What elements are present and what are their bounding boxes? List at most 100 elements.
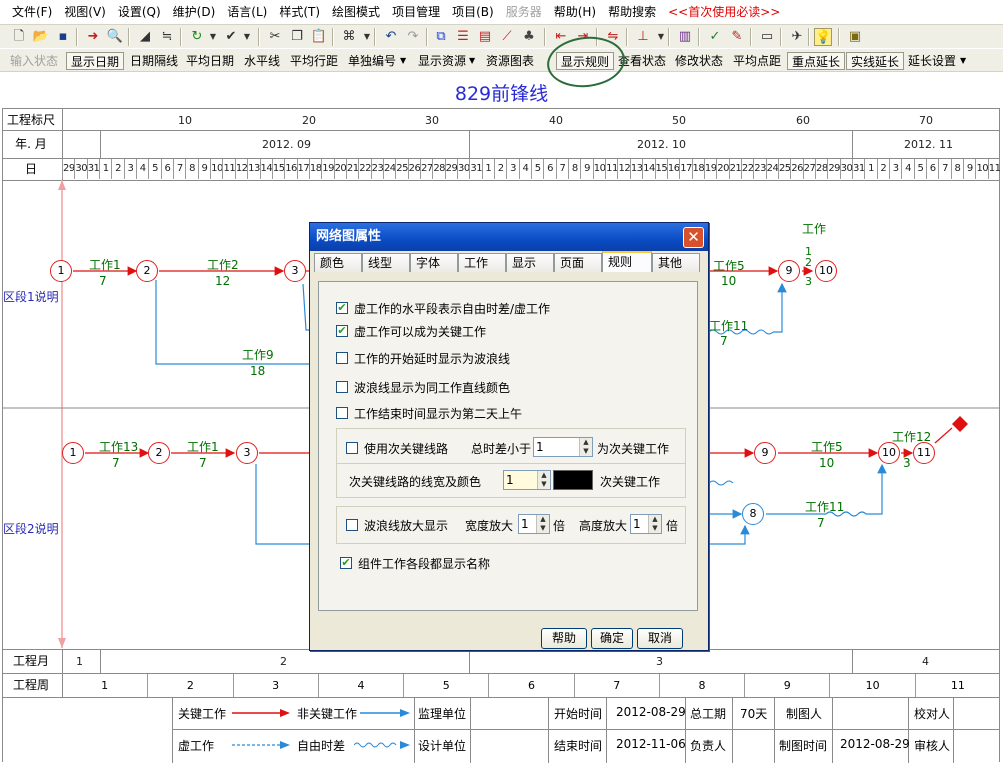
check-wave-same-color[interactable]: [336, 381, 348, 393]
timeline-tool-icon[interactable]: ⊥: [637, 29, 649, 44]
tab-work[interactable]: 工作: [458, 253, 506, 272]
show-date-button[interactable]: 显示日期: [66, 52, 125, 70]
node[interactable]: 2: [136, 260, 158, 282]
edit-tool-icon[interactable]: ✎: [731, 29, 743, 44]
show-rules-button[interactable]: 显示规则: [556, 52, 615, 70]
check-end-next-morning[interactable]: [336, 407, 348, 419]
network-tool-icon[interactable]: ⧉: [436, 29, 446, 44]
spell-check-icon[interactable]: ✓: [709, 29, 721, 44]
line-width-spinner[interactable]: 1▲▼: [503, 470, 551, 490]
arrow-left-tool-icon[interactable]: ⇤: [555, 29, 567, 44]
chevron-down-icon[interactable]: ▼: [400, 56, 407, 65]
spinner-arrows-icon[interactable]: ▲▼: [579, 438, 592, 456]
copy-icon[interactable]: ❐: [291, 29, 303, 44]
solid-extend-button[interactable]: 实线延长: [846, 52, 905, 70]
menu-help-search[interactable]: 帮助搜索: [608, 5, 657, 19]
node[interactable]: 9: [778, 260, 800, 282]
menu-maintain[interactable]: 维护(D): [172, 5, 216, 19]
avg-point-button[interactable]: 平均点距: [733, 54, 782, 68]
input-state-button[interactable]: 输入状态: [10, 54, 59, 68]
menu-language[interactable]: 语言(L): [227, 5, 268, 19]
folder-up-icon[interactable]: ▣: [848, 29, 862, 44]
lightbulb-icon[interactable]: 💡: [814, 28, 832, 46]
tab-rules[interactable]: 规则: [602, 251, 652, 272]
menu-project[interactable]: 项目(B): [452, 5, 494, 19]
chevron-down-icon[interactable]: ▼: [243, 32, 251, 41]
node[interactable]: 10: [815, 260, 837, 282]
width-zoom-spinner[interactable]: 1▲▼: [518, 514, 550, 534]
node[interactable]: 3: [236, 442, 258, 464]
resource-chart-button[interactable]: 资源图表: [486, 54, 535, 68]
spinner-arrows-icon[interactable]: ▲▼: [537, 471, 550, 489]
node[interactable]: 8: [742, 503, 764, 525]
refresh-icon[interactable]: ↻: [191, 29, 203, 44]
check-start-delay-wave[interactable]: [336, 352, 348, 364]
single-number-button[interactable]: 单独编号: [348, 54, 397, 68]
node[interactable]: 1: [62, 442, 84, 464]
menu-style[interactable]: 样式(T): [279, 5, 321, 19]
airplane-icon[interactable]: ✈: [791, 29, 803, 44]
menu-project-manage[interactable]: 项目管理: [392, 5, 441, 19]
tab-color[interactable]: 颜色: [314, 253, 362, 272]
paste-icon[interactable]: 📋: [310, 29, 328, 44]
cancel-button[interactable]: 取消: [637, 628, 683, 649]
date-interval-button[interactable]: 日期隔线: [130, 54, 179, 68]
check-wave-zoom[interactable]: [346, 519, 358, 531]
arrow-right-tool-icon[interactable]: ⇥: [577, 29, 589, 44]
key-extend-button[interactable]: 重点延长: [787, 52, 846, 70]
modify-state-button[interactable]: 修改状态: [675, 54, 724, 68]
node[interactable]: 11: [913, 442, 935, 464]
height-zoom-spinner[interactable]: 1▲▼: [630, 514, 662, 534]
menu-settings[interactable]: 设置(Q): [117, 5, 161, 19]
total-float-spinner[interactable]: 1▲▼: [533, 437, 593, 457]
new-file-icon[interactable]: 🗋: [13, 29, 25, 44]
open-folder-icon[interactable]: 📂: [32, 29, 50, 44]
color-swatch[interactable]: [553, 470, 593, 490]
cut-icon[interactable]: ✂: [269, 29, 281, 44]
check-dummy-critical[interactable]: ✔: [336, 324, 348, 337]
tab-font[interactable]: 字体: [410, 253, 458, 272]
chevron-down-icon[interactable]: ▼: [657, 32, 665, 41]
menu-view[interactable]: 视图(V): [64, 5, 106, 19]
horizontal-line-button[interactable]: 水平线: [244, 54, 281, 68]
bar-tool-icon[interactable]: ☰: [457, 29, 469, 44]
avg-date-button[interactable]: 平均日期: [186, 54, 235, 68]
view-state-button[interactable]: 查看状态: [618, 54, 667, 68]
chevron-down-icon[interactable]: ▼: [363, 32, 371, 41]
help-button[interactable]: 帮助: [541, 628, 587, 649]
line-tool-icon[interactable]: ⟋: [502, 29, 512, 44]
menu-server[interactable]: 服务器: [505, 5, 542, 19]
triangle-tool-icon[interactable]: ◢: [140, 29, 150, 44]
chevron-down-icon[interactable]: ▼: [209, 32, 217, 41]
redo-icon[interactable]: ↷: [407, 29, 419, 44]
chevron-down-icon[interactable]: ▼: [960, 56, 967, 65]
list-tool-icon[interactable]: ▤: [478, 29, 492, 44]
resource-tool-icon[interactable]: ♣: [523, 29, 535, 44]
print-preview-icon[interactable]: 🔍: [106, 29, 124, 44]
tab-display[interactable]: 显示: [506, 253, 554, 272]
spinner-arrows-icon[interactable]: ▲▼: [648, 515, 661, 533]
close-icon[interactable]: ✕: [683, 227, 704, 248]
check-component-names[interactable]: ✔: [340, 556, 352, 569]
avg-row-button[interactable]: 平均行距: [290, 54, 339, 68]
node[interactable]: 3: [284, 260, 306, 282]
ok-button[interactable]: 确定: [591, 628, 633, 649]
check-dummy-free-float[interactable]: ✔: [336, 301, 348, 314]
tab-linetype[interactable]: 线型: [362, 253, 410, 272]
export-icon[interactable]: ➜: [87, 29, 99, 44]
menu-file[interactable]: 文件(F): [12, 5, 53, 19]
menu-help[interactable]: 帮助(H): [553, 5, 597, 19]
dialog-titlebar[interactable]: 网络图属性: [310, 223, 708, 251]
tab-page[interactable]: 页面: [554, 253, 602, 272]
node[interactable]: 10: [878, 442, 900, 464]
find-binoculars-icon[interactable]: ⌘: [342, 29, 356, 44]
node[interactable]: 2: [148, 442, 170, 464]
node[interactable]: 1: [50, 260, 72, 282]
undo-icon[interactable]: ↶: [385, 29, 397, 44]
check-tool-icon[interactable]: ✔: [225, 29, 237, 44]
node[interactable]: 9: [754, 442, 776, 464]
check-use-secondary[interactable]: [346, 442, 358, 454]
align-tool-icon[interactable]: ≒: [161, 29, 173, 44]
spinner-arrows-icon[interactable]: ▲▼: [536, 515, 549, 533]
chevron-down-icon[interactable]: ▼: [469, 56, 476, 65]
